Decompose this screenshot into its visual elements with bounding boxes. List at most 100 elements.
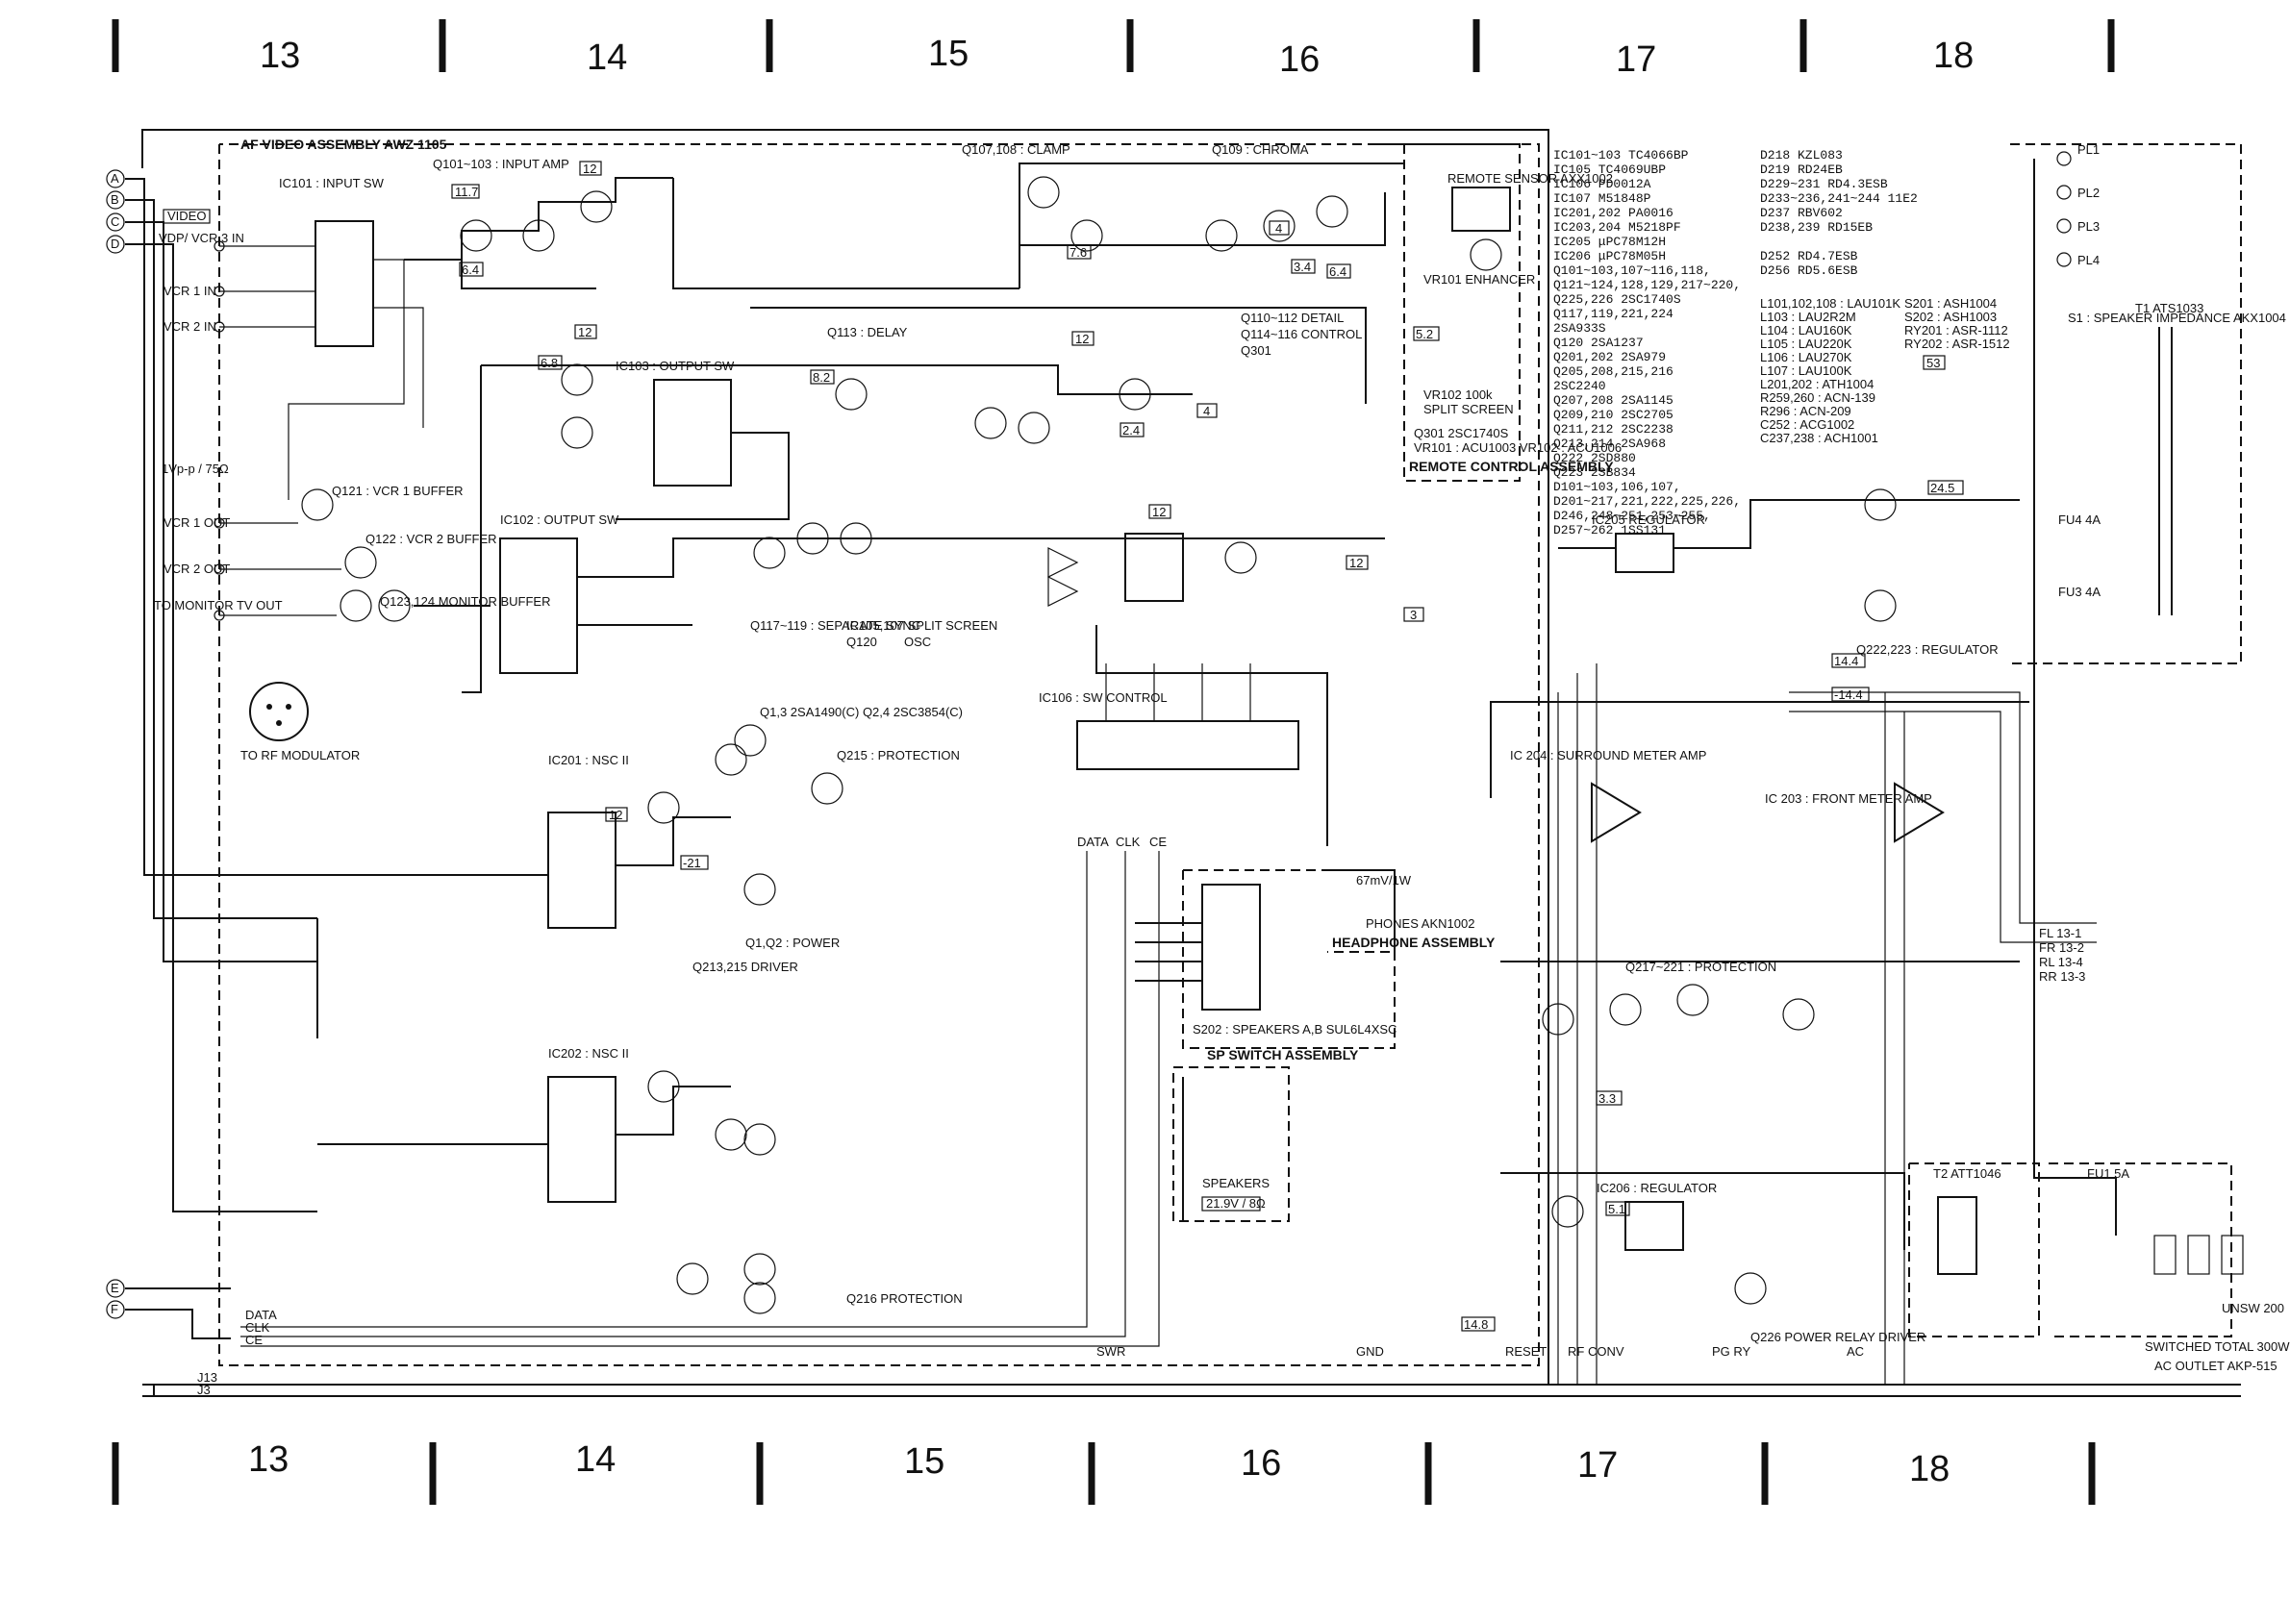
parts-line: D218 KZL083 [1760, 148, 1843, 162]
test-point: 6.8 [541, 356, 558, 370]
rf-modulator-jack [249, 682, 309, 741]
test-point: 6.4 [1329, 264, 1346, 279]
test-point: 3 [1410, 608, 1417, 622]
block-label: IC 204 : SURROUND METER AMP [1510, 748, 1706, 762]
bus-label: PG RY [1712, 1344, 1751, 1359]
bus-label: SWR [1096, 1344, 1125, 1359]
parts-line: RY201 : ASR-1112 [1904, 323, 2008, 337]
test-point: 14.4 [1834, 654, 1858, 668]
test-point: 5.1 [1608, 1202, 1625, 1216]
pl-label: PL1 [2077, 142, 2100, 157]
test-point: 14.8 [1464, 1317, 1488, 1332]
ac-outlet-section: T2 ATT1046 FU1 5A SWITCHED TOTAL 300W MA… [1908, 1162, 2290, 1373]
line-label: FR 13-2 [2039, 940, 2084, 955]
connector-label: A [111, 171, 119, 186]
meter-amp-section: IC 204 : SURROUND METER AMP IC 203 : FRO… [1490, 701, 2029, 843]
block-label: Q301 [1241, 343, 1271, 358]
part-label: T2 ATT1046 [1933, 1166, 2001, 1181]
parts-line: IC206 μPC78M05H [1553, 249, 1666, 263]
test-point: -21 [683, 856, 701, 870]
parts-line: R296 : ACN-209 [1760, 404, 1851, 418]
regulator-section: IC205 REGULATOR Q222,223 : REGULATOR [1558, 488, 2020, 657]
part-label: VR101 : ACU1003 VR102 : ACU1006 [1414, 440, 1622, 455]
input-label: VDP/ VCR 3 IN [159, 231, 244, 245]
ic101-block: IC101 : INPUT SW [219, 176, 424, 500]
part-label: T1 ATS1033 [2135, 301, 2203, 315]
output-label: VCR 1 OUT [164, 515, 230, 530]
pl-label: PL2 [2077, 186, 2100, 200]
block-label: Q217~221 : PROTECTION [1625, 960, 1776, 974]
bus-label: CLK [1116, 835, 1141, 849]
connector-label: F [111, 1302, 118, 1316]
outlet-label: AC OUTLET AKP-515 [2154, 1359, 2277, 1373]
zone-label: 14 [575, 1439, 616, 1480]
bus-label: CE [245, 1333, 263, 1347]
part-label: Q1,3 2SA1490(C) Q2,4 2SC3854(C) [760, 705, 963, 719]
parts-line: IC101~103 TC4066BP [1553, 148, 1689, 162]
ic206-section: IC206 : REGULATOR Q226 POWER RELAY DRIVE… [1500, 1172, 1925, 1344]
parts-line: D238,239 RD15EB [1760, 220, 1873, 235]
parts-line: L107 : LAU100K [1760, 363, 1852, 378]
zone-label: 17 [1577, 1445, 1618, 1486]
bottom-bus: DATA CLK CE J13 J3 SWR GND RESET RF CONV… [197, 1308, 1864, 1397]
block-label: IC 203 : FRONT METER AMP [1765, 791, 1932, 806]
pl-label: PL4 [2077, 253, 2100, 267]
output-label: TO MONITOR TV OUT [154, 598, 283, 612]
outlet-label: UNSW 200 [2222, 1301, 2284, 1315]
test-point: 8.2 [813, 370, 830, 385]
test-point: 12 [609, 808, 622, 822]
block-label: IC205 REGULATOR [1592, 512, 1705, 527]
fuse-label: FU1 5A [2087, 1166, 2129, 1181]
block-label: Q122 : VCR 2 BUFFER [365, 532, 497, 546]
test-point: 5.2 [1416, 327, 1433, 341]
zone-label: 13 [248, 1439, 289, 1480]
test-point: 4 [1275, 221, 1282, 236]
test-point-tags: 11.7 12 12 6.4 12 6.4 12 12 5.2 3.4 4 4 … [451, 161, 1964, 1332]
pl-label: PL3 [2077, 219, 2100, 234]
parts-line: Q117,119,221,224 [1553, 307, 1673, 321]
bus-label: CE [1149, 835, 1167, 849]
connector-label: B [111, 192, 119, 207]
speakers-impedance: 21.9V / 8Ω [1206, 1196, 1266, 1211]
zone-label: 17 [1616, 39, 1656, 80]
block-label: Q222,223 : REGULATOR [1856, 642, 1999, 657]
parts-line: C252 : ACG1002 [1760, 417, 1854, 432]
zone-label: 14 [587, 37, 627, 78]
control-label: SPLIT SCREEN [1423, 402, 1514, 416]
block-label: IC101 : INPUT SW [279, 176, 385, 190]
test-point: 11.7 [455, 185, 478, 199]
block-label: OSC [904, 635, 931, 649]
zone-label: 16 [1241, 1443, 1281, 1484]
test-point: 6.4 [462, 262, 479, 277]
test-point: 12 [578, 325, 591, 339]
parts-line: D237 RBV602 [1760, 206, 1843, 220]
connector-label: C [111, 214, 119, 229]
assembly-title: HEADPHONE ASSEMBLY [1332, 935, 1496, 950]
parts-line: Q120 2SA1237 [1553, 336, 1644, 350]
part-label: S202 : SPEAKERS A,B SUL6L4XSC [1193, 1022, 1397, 1037]
parts-line: Q101~103,107~116,118, [1553, 263, 1711, 278]
parts-line: IC105 TC4069UBP [1553, 162, 1666, 177]
note-label: 67mV/1W [1356, 873, 1412, 887]
block-label: IC201 : NSC II [548, 753, 629, 767]
parts-line: D256 RD5.6ESB [1760, 263, 1858, 278]
connector-label: E [111, 1281, 119, 1295]
note-label: 1Vp-p / 75Ω [162, 462, 229, 476]
input-label: VCR 2 IN [164, 319, 216, 334]
block-label: Q117~119 : SEPARATE SYNC [750, 618, 920, 633]
parts-line: Q209,210 2SC2705 [1553, 408, 1673, 422]
fuse-label: FU3 4A [2058, 585, 2101, 599]
bus-label: RESET [1505, 1344, 1547, 1359]
block-label: Q121 : VCR 1 BUFFER [332, 484, 464, 498]
parts-line: 2SC2240 [1553, 379, 1606, 393]
fuse-label: FU4 4A [2058, 512, 2101, 527]
test-point: 12 [1152, 505, 1166, 519]
bus-label: J3 [197, 1383, 211, 1397]
control-label: VR101 ENHANCER [1423, 272, 1535, 287]
parts-line: L201,202 : ATH1004 [1760, 377, 1874, 391]
parts-list: IC101~103 TC4066BP IC105 TC4069UBP IC106… [1553, 148, 2010, 537]
block-label: Q114~116 CONTROL [1241, 327, 1362, 341]
block-label: Q213,215 DRIVER [692, 960, 798, 974]
block-label: Q120 [846, 635, 877, 649]
